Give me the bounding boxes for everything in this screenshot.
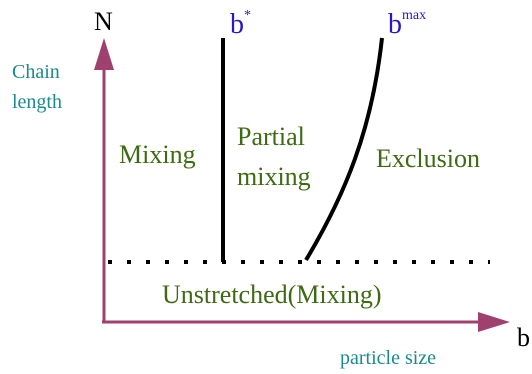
region-label-exclusion: Exclusion — [376, 144, 480, 173]
region-label-unstretched: Unstretched(Mixing) — [162, 280, 382, 309]
x-axis-symbol: b — [517, 323, 530, 352]
b-star-label: b* — [230, 8, 251, 40]
region-label-mixing: Mixing — [119, 140, 196, 169]
x-axis-label: particle size — [340, 347, 436, 369]
y-axis-arrowhead — [94, 38, 114, 70]
region-label-partial-line2: mixing — [237, 162, 311, 191]
y-axis-symbol: N — [94, 7, 113, 36]
y-axis-label-line1: Chain — [12, 61, 60, 83]
x-axis-arrowhead — [478, 312, 510, 332]
y-axis-label-line2: length — [12, 91, 62, 113]
b-max-boundary-curve — [304, 37, 384, 262]
b-max-label: bmax — [388, 8, 426, 40]
region-label-partial-line1: Partial — [237, 122, 305, 151]
